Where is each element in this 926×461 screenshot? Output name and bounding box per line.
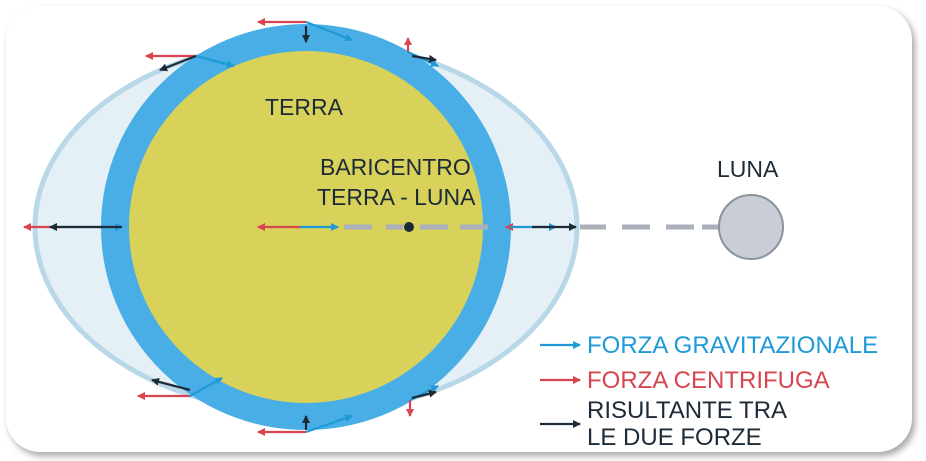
barycenter-label-line1: BARICENTRO <box>320 154 471 180</box>
earth-label: TERRA <box>265 94 344 120</box>
bottom-forces <box>137 377 439 436</box>
legend-centrifugal-label: FORZA CENTRIFUGA <box>587 367 830 394</box>
barycenter-label-line2: TERRA - LUNA <box>317 184 476 210</box>
legend-gravitational-label: FORZA GRAVITAZIONALE <box>587 332 878 359</box>
legend-resultant-label-line1: RISULTANTE TRA <box>587 397 787 424</box>
barycenter-point <box>404 222 414 232</box>
moon <box>718 194 784 260</box>
legend: FORZA GRAVITAZIONALE FORZA CENTRIFUGA RI… <box>540 332 878 451</box>
legend-item-centrifugal: FORZA CENTRIFUGA <box>540 367 830 394</box>
legend-item-gravitational: FORZA GRAVITAZIONALE <box>540 332 878 359</box>
moon-label: LUNA <box>717 156 779 182</box>
legend-resultant-label-line2: LE DUE FORZE <box>587 424 762 451</box>
top-forces <box>145 18 439 72</box>
legend-item-resultant: RISULTANTE TRA LE DUE FORZE <box>540 397 787 451</box>
